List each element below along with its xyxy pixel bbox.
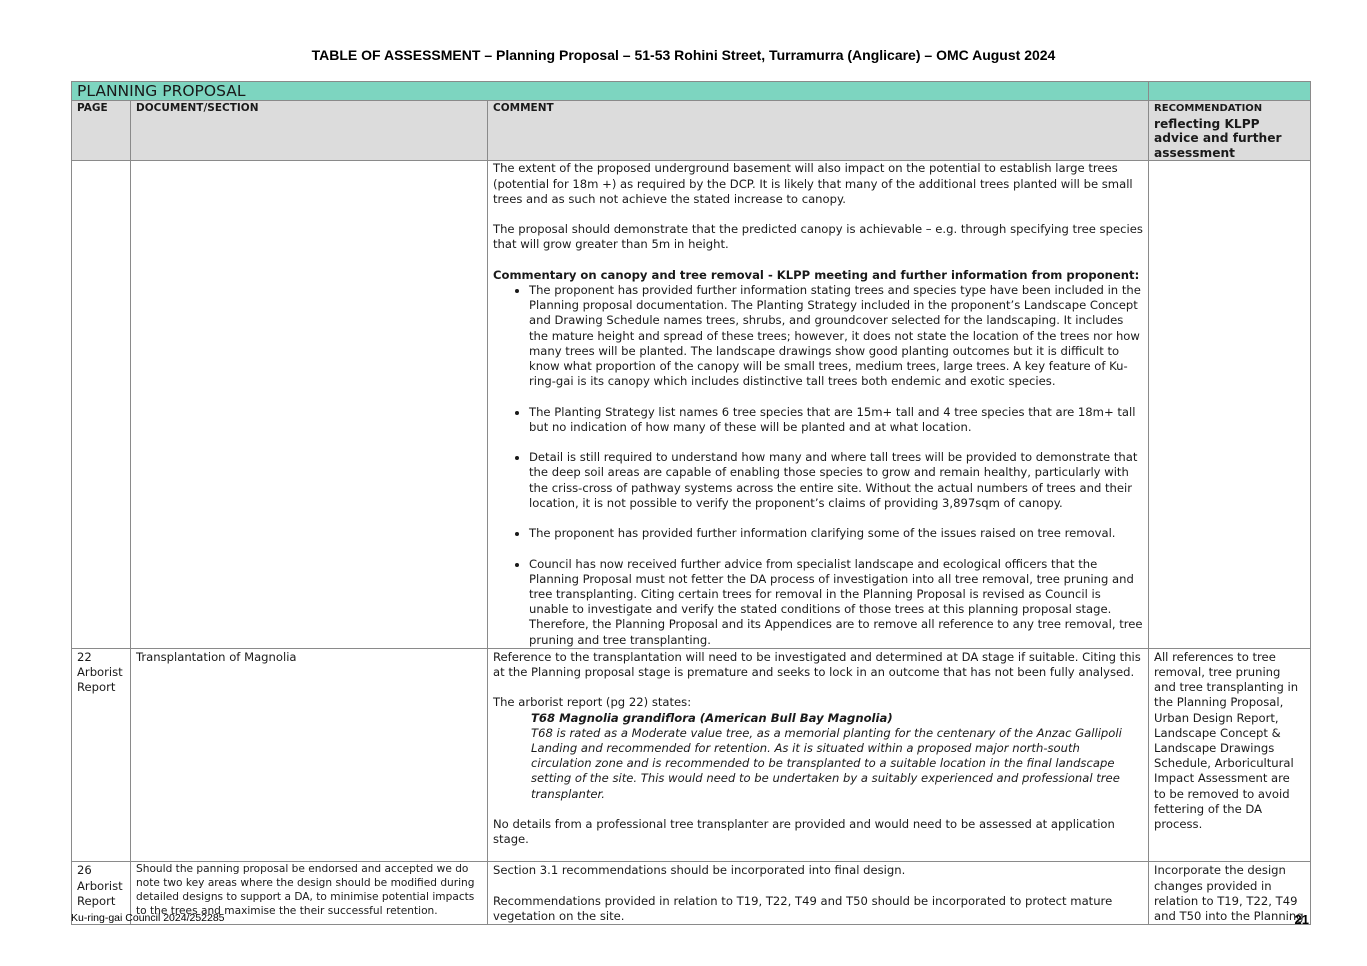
- comment-paragraph: Reference to the transplantation will ne…: [493, 649, 1141, 679]
- comment-paragraph: No details from a professional tree tran…: [493, 816, 1115, 847]
- comment-cell: Reference to the transplantation will ne…: [486, 647, 1150, 863]
- comment-paragraph: Recommendations provided in relation to …: [493, 893, 1113, 923]
- quote-title: T68 Magnolia grandiflora (American Bull …: [531, 710, 893, 725]
- document-cell: Should the panning proposal be endorsed …: [130, 861, 488, 926]
- bullet-list: The proponent has provided further infor…: [493, 283, 1143, 648]
- comment-cell: The extent of the proposed underground b…: [486, 160, 1150, 649]
- comment-cell: Section 3.1 recommendations should be in…: [486, 861, 1150, 926]
- column-header-page: PAGE: [71, 99, 131, 162]
- recommendation-cell: [1148, 160, 1312, 649]
- bullet-item: Council has now received further advice …: [529, 557, 1143, 648]
- document-cell: [130, 160, 488, 649]
- recommendation-cell: Incorporate the design changes provided …: [1148, 861, 1312, 926]
- bullet-item: The proponent has provided further infor…: [529, 283, 1143, 389]
- section-title-blank: [1148, 81, 1312, 101]
- recommendation-cell: All references to tree removal, tree pru…: [1148, 647, 1312, 863]
- bullet-item: Detail is still required to understand h…: [529, 450, 1143, 511]
- recommendation-header-label: RECOMMENDATION: [1154, 103, 1263, 114]
- recommendation-header-subtitle: reflecting KLPP advice and further asses…: [1154, 116, 1282, 160]
- document-cell: Transplantation of Magnolia: [130, 647, 488, 863]
- comment-paragraph: Section 3.1 recommendations should be in…: [493, 863, 906, 878]
- column-header-comment: COMMENT: [486, 99, 1150, 162]
- page-number: 21: [1294, 912, 1309, 927]
- assessment-table: PLANNING PROPOSAL PAGE DOCUMENT/SECTION …: [70, 81, 1312, 926]
- comment-heading: Commentary on canopy and tree removal - …: [493, 267, 1140, 282]
- page-cell: 22 Arborist Report: [71, 647, 131, 863]
- table-row: The extent of the proposed underground b…: [71, 160, 1312, 649]
- footer-reference: Ku-ring-gai Council 2024/252285: [71, 912, 225, 924]
- quote-block: T68 Magnolia grandiflora (American Bull …: [493, 711, 1143, 802]
- comment-paragraph: The extent of the proposed underground b…: [493, 161, 1133, 206]
- bullet-item: The proponent has provided further infor…: [529, 526, 1143, 541]
- column-header-document: DOCUMENT/SECTION: [130, 99, 488, 162]
- document-title: TABLE OF ASSESSMENT – Planning Proposal …: [311, 47, 1056, 63]
- table-row: 22 Arborist Report Transplantation of Ma…: [71, 647, 1312, 863]
- column-header-recommendation: RECOMMENDATION reflecting KLPP advice an…: [1148, 99, 1312, 162]
- table-row: 26 Arborist Report Should the panning pr…: [71, 861, 1312, 926]
- section-title: PLANNING PROPOSAL: [70, 81, 1150, 101]
- page-cell: 26 Arborist Report: [71, 861, 131, 926]
- bullet-item: The Planting Strategy list names 6 tree …: [529, 405, 1143, 435]
- comment-paragraph: The proposal should demonstrate that the…: [493, 222, 1143, 252]
- column-header-row: PAGE DOCUMENT/SECTION COMMENT RECOMMENDA…: [71, 99, 1312, 162]
- quote-body: T68 is rated as a Moderate value tree, a…: [531, 725, 1122, 801]
- page-cell: [71, 160, 131, 649]
- section-header-row: PLANNING PROPOSAL: [70, 81, 1312, 101]
- comment-paragraph: The arborist report (pg 22) states:: [493, 695, 692, 710]
